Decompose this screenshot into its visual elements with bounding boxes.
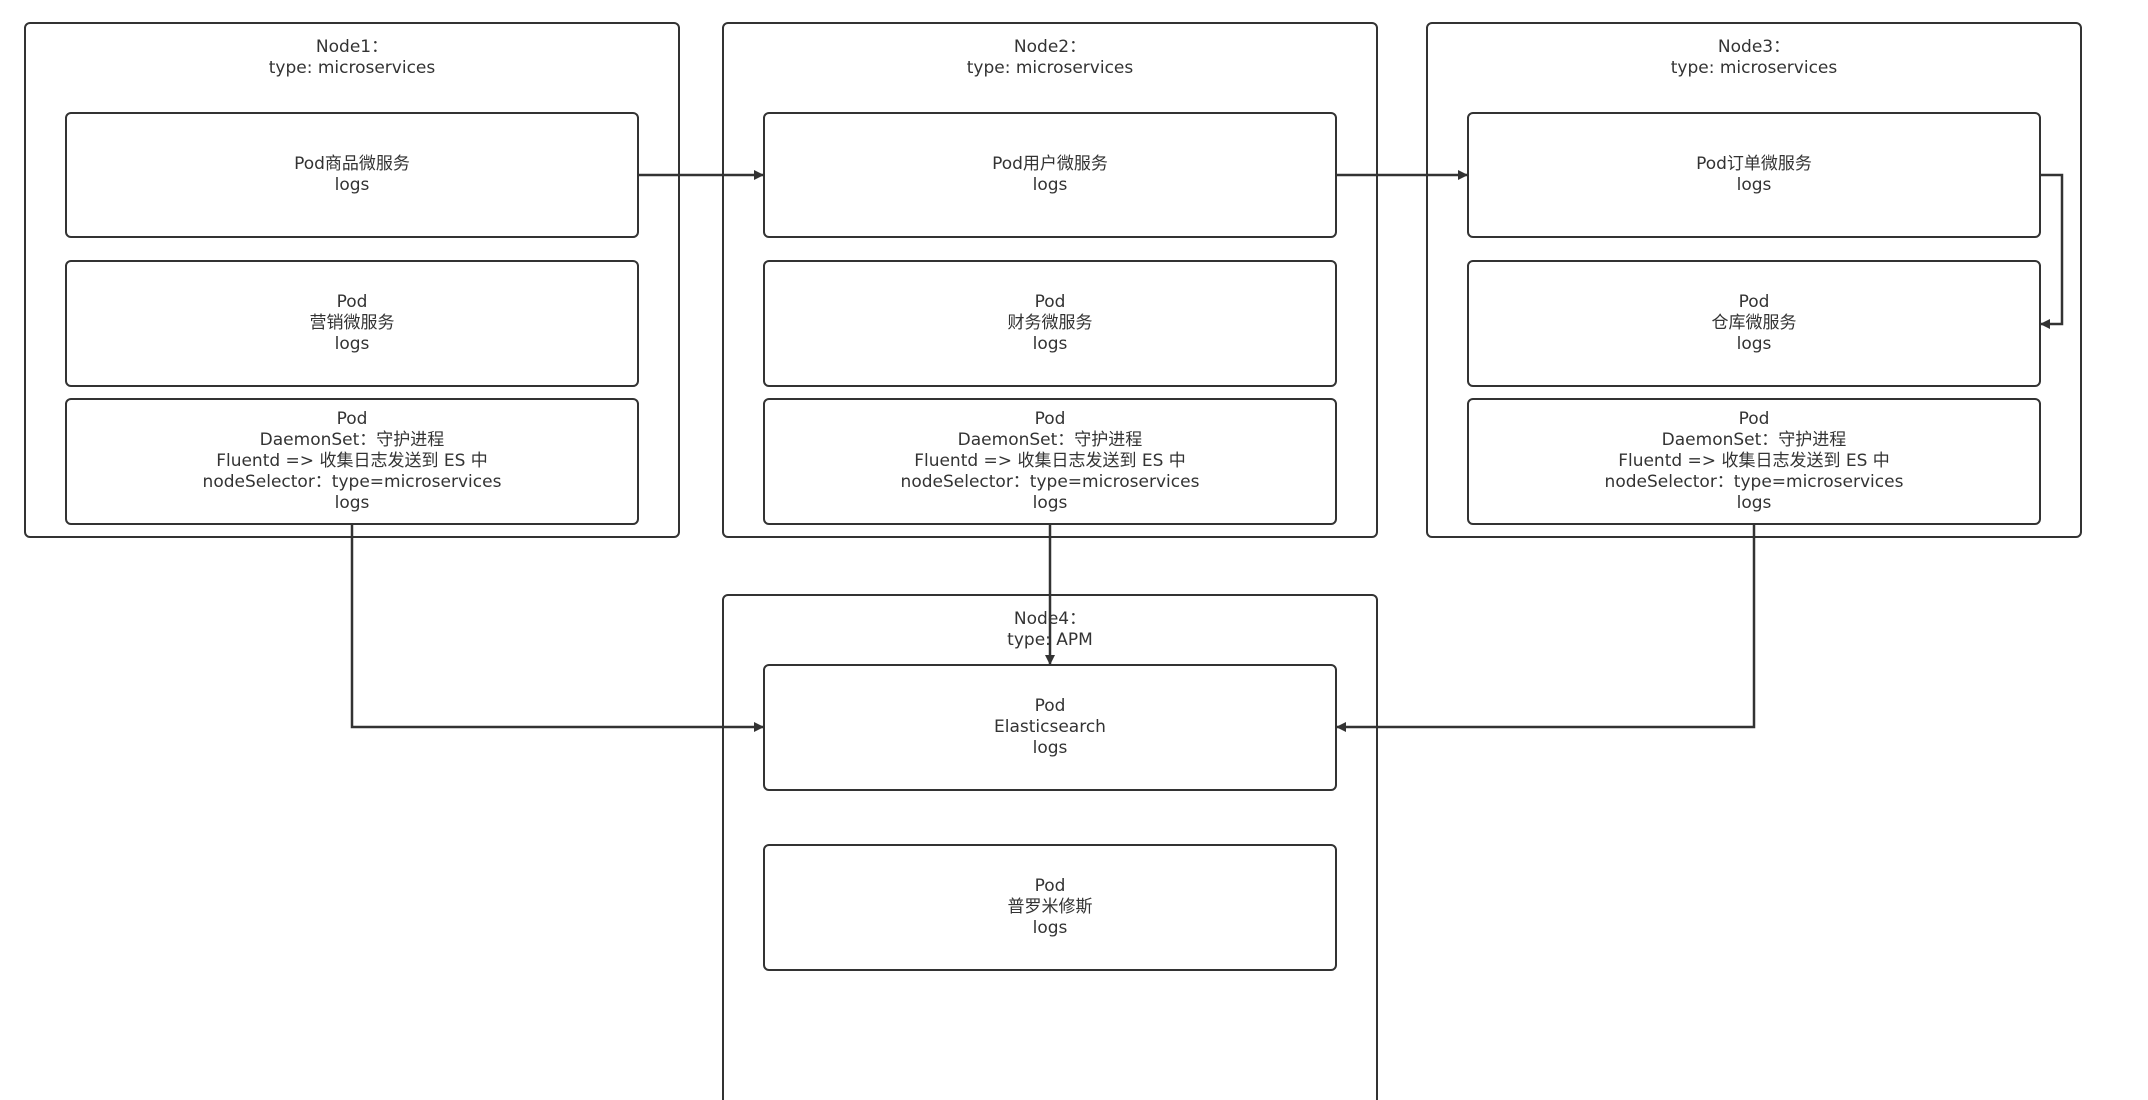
pod-marketing-service[interactable]: Pod 营销微服务 logs	[65, 260, 639, 387]
pod-daemonset-node2[interactable]: Pod DaemonSet：守护进程 Fluentd => 收集日志发送到 ES…	[763, 398, 1337, 525]
pod-line: 仓库微服务	[1711, 313, 1797, 333]
pod-line: nodeSelector：type=microservices	[202, 472, 502, 492]
pod-line: DaemonSet：守护进程	[1661, 430, 1847, 450]
pod-line: logs	[1736, 334, 1772, 354]
pod-line: Pod	[1034, 292, 1066, 312]
pod-line: Pod	[1034, 696, 1066, 716]
pod-line: Pod	[1738, 292, 1770, 312]
pod-line: logs	[1736, 175, 1772, 195]
pod-line: nodeSelector：type=microservices	[900, 472, 1200, 492]
node-2-type: type: microservices	[966, 58, 1134, 78]
pod-daemonset-node1[interactable]: Pod DaemonSet：守护进程 Fluentd => 收集日志发送到 ES…	[65, 398, 639, 525]
pod-line: 营销微服务	[309, 313, 395, 333]
pod-line: Pod	[1034, 409, 1066, 429]
pod-line: Pod商品微服务	[294, 154, 410, 174]
pod-line: logs	[1032, 738, 1068, 758]
pod-line: Pod	[1034, 876, 1066, 896]
pod-line: 普罗米修斯	[1007, 897, 1093, 917]
pod-line: nodeSelector：type=microservices	[1604, 472, 1904, 492]
pod-goods-service[interactable]: Pod商品微服务 logs	[65, 112, 639, 238]
pod-line: Pod	[336, 292, 368, 312]
pod-finance-service[interactable]: Pod 财务微服务 logs	[763, 260, 1337, 387]
pod-line: logs	[334, 175, 370, 195]
node-2-name: Node2：	[1013, 37, 1087, 57]
pod-daemonset-node2-label: Pod DaemonSet：守护进程 Fluentd => 收集日志发送到 ES…	[901, 409, 1200, 514]
node-4-type: type: APM	[1007, 630, 1093, 650]
pod-line: Pod订单微服务	[1696, 154, 1812, 174]
pod-order-service-label: Pod订单微服务 logs	[1696, 154, 1812, 196]
pod-daemonset-node1-label: Pod DaemonSet：守护进程 Fluentd => 收集日志发送到 ES…	[203, 409, 502, 514]
pod-line: Fluentd => 收集日志发送到 ES 中	[1618, 451, 1890, 471]
pod-warehouse-service-label: Pod 仓库微服务 logs	[1712, 292, 1797, 355]
node-1-name: Node1：	[315, 37, 389, 57]
pod-line: Elasticsearch	[994, 717, 1106, 737]
pod-finance-service-label: Pod 财务微服务 logs	[1008, 292, 1093, 355]
edge-daemon3-to-es	[1336, 525, 1756, 732]
pod-line: Pod用户微服务	[992, 154, 1108, 174]
pod-line: Fluentd => 收集日志发送到 ES 中	[216, 451, 488, 471]
node-4-title: Node4： type: APM	[724, 609, 1376, 651]
node-1-type: type: microservices	[268, 58, 436, 78]
pod-line: DaemonSet：守护进程	[259, 430, 445, 450]
pod-prometheus-label: Pod 普罗米修斯 logs	[1008, 876, 1093, 939]
pod-line: Pod	[336, 409, 368, 429]
node-2-title: Node2： type: microservices	[724, 37, 1376, 79]
edge-daemon1-to-es	[350, 525, 764, 732]
pod-line: 财务微服务	[1007, 313, 1093, 333]
node-3-type: type: microservices	[1670, 58, 1838, 78]
pod-line: logs	[334, 334, 370, 354]
pod-user-service-label: Pod用户微服务 logs	[992, 154, 1108, 196]
node-4-name: Node4：	[1013, 609, 1087, 629]
pod-line: logs	[1032, 918, 1068, 938]
pod-elasticsearch[interactable]: Pod Elasticsearch logs	[763, 664, 1337, 791]
pod-line: logs	[1032, 334, 1068, 354]
pod-line: logs	[1032, 175, 1068, 195]
pod-line: logs	[1032, 493, 1068, 513]
pod-line: Fluentd => 收集日志发送到 ES 中	[914, 451, 1186, 471]
node-3-name: Node3：	[1717, 37, 1791, 57]
pod-daemonset-node3[interactable]: Pod DaemonSet：守护进程 Fluentd => 收集日志发送到 ES…	[1467, 398, 2041, 525]
pod-user-service[interactable]: Pod用户微服务 logs	[763, 112, 1337, 238]
pod-line: DaemonSet：守护进程	[957, 430, 1143, 450]
pod-daemonset-node3-label: Pod DaemonSet：守护进程 Fluentd => 收集日志发送到 ES…	[1605, 409, 1904, 514]
pod-order-service[interactable]: Pod订单微服务 logs	[1467, 112, 2041, 238]
pod-line: logs	[334, 493, 370, 513]
pod-line: Pod	[1738, 409, 1770, 429]
node-3-title: Node3： type: microservices	[1428, 37, 2080, 79]
pod-marketing-service-label: Pod 营销微服务 logs	[310, 292, 395, 355]
pod-goods-service-label: Pod商品微服务 logs	[294, 154, 410, 196]
pod-elasticsearch-label: Pod Elasticsearch logs	[994, 696, 1106, 759]
node-1-title: Node1： type: microservices	[26, 37, 678, 79]
pod-line: logs	[1736, 493, 1772, 513]
pod-prometheus[interactable]: Pod 普罗米修斯 logs	[763, 844, 1337, 971]
pod-warehouse-service[interactable]: Pod 仓库微服务 logs	[1467, 260, 2041, 387]
